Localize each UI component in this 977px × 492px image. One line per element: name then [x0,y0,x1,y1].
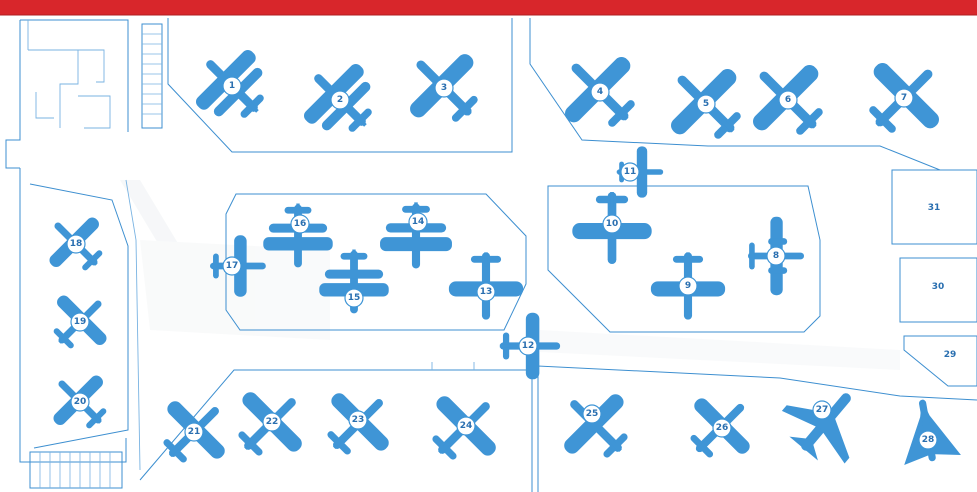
exhibit-badge-8[interactable]: 8 [766,246,786,266]
exhibit-number-8: 8 [773,251,779,261]
exhibit-number-15: 15 [348,293,361,303]
room-label-30[interactable]: 30 [932,282,945,292]
exhibit-number-17: 17 [226,261,239,271]
exhibit-badge-14[interactable]: 14 [408,212,428,232]
exhibit-number-6: 6 [785,95,791,105]
exhibit-number-4: 4 [597,87,603,97]
exhibit-badge-26[interactable]: 26 [712,418,732,438]
exhibit-badge-23[interactable]: 23 [348,410,368,430]
exhibit-number-21: 21 [188,427,201,437]
exhibit-number-16: 16 [294,219,307,229]
room-label-31[interactable]: 31 [928,203,941,213]
aircraft-25-icon [544,374,648,478]
exhibit-badge-11[interactable]: 11 [620,162,640,182]
exhibit-number-10: 10 [606,219,619,229]
exhibit-number-11: 11 [624,167,637,177]
exhibit-badge-9[interactable]: 9 [678,276,698,296]
exhibit-badge-12[interactable]: 12 [518,336,538,356]
exhibit-number-26: 26 [716,423,729,433]
exhibit-number-20: 20 [74,397,87,407]
exhibit-badge-4[interactable]: 4 [590,82,610,102]
exhibit-number-badges: 1 2 3 4 5 6 7 8 9 10 11 12 13 14 15 16 1… [66,76,938,450]
exhibit-badge-17[interactable]: 17 [222,256,242,276]
exhibit-number-23: 23 [352,415,365,425]
red-top-banner [0,0,977,15]
exhibit-badge-5[interactable]: 5 [696,94,716,114]
aircraft-14-icon [380,202,452,269]
exhibit-number-3: 3 [441,83,447,93]
exhibit-number-7: 7 [901,93,907,103]
exhibit-badge-2[interactable]: 2 [330,90,350,110]
exhibit-number-27: 27 [816,405,829,415]
room-labels: 31 30 29 [928,203,957,360]
exhibit-number-13: 13 [480,287,493,297]
exhibit-badge-25[interactable]: 25 [582,404,602,424]
exhibit-badge-28[interactable]: 28 [918,430,938,450]
exhibit-badge-10[interactable]: 10 [602,214,622,234]
exhibit-badge-19[interactable]: 19 [70,312,90,332]
exhibit-badge-6[interactable]: 6 [778,90,798,110]
exhibit-number-14: 14 [412,217,425,227]
exhibit-badge-18[interactable]: 18 [66,234,86,254]
aircraft-27-icon [771,368,881,476]
exhibit-badge-16[interactable]: 16 [290,214,310,234]
exhibit-number-25: 25 [586,409,599,419]
exhibit-badge-22[interactable]: 22 [262,412,282,432]
exhibit-number-5: 5 [703,99,709,109]
exhibit-badge-1[interactable]: 1 [222,76,242,96]
exhibit-badge-3[interactable]: 3 [434,78,454,98]
room-label-29[interactable]: 29 [944,350,957,360]
exhibit-number-19: 19 [74,317,87,327]
exhibit-number-18: 18 [70,239,83,249]
exhibit-number-12: 12 [522,341,535,351]
exhibit-badge-20[interactable]: 20 [70,392,90,412]
exhibit-badge-15[interactable]: 15 [344,288,364,308]
exhibit-number-2: 2 [337,95,343,105]
exhibit-badge-24[interactable]: 24 [456,416,476,436]
exhibit-number-9: 9 [685,281,691,291]
exhibit-number-1: 1 [229,81,235,91]
wall-lines [5,18,977,492]
exhibit-badge-21[interactable]: 21 [184,422,204,442]
exhibit-badge-27[interactable]: 27 [812,400,832,420]
exhibit-badge-13[interactable]: 13 [476,282,496,302]
exhibit-badge-7[interactable]: 7 [894,88,914,108]
exhibit-number-22: 22 [266,417,279,427]
exhibit-number-28: 28 [922,435,935,445]
exhibit-number-24: 24 [460,421,473,431]
